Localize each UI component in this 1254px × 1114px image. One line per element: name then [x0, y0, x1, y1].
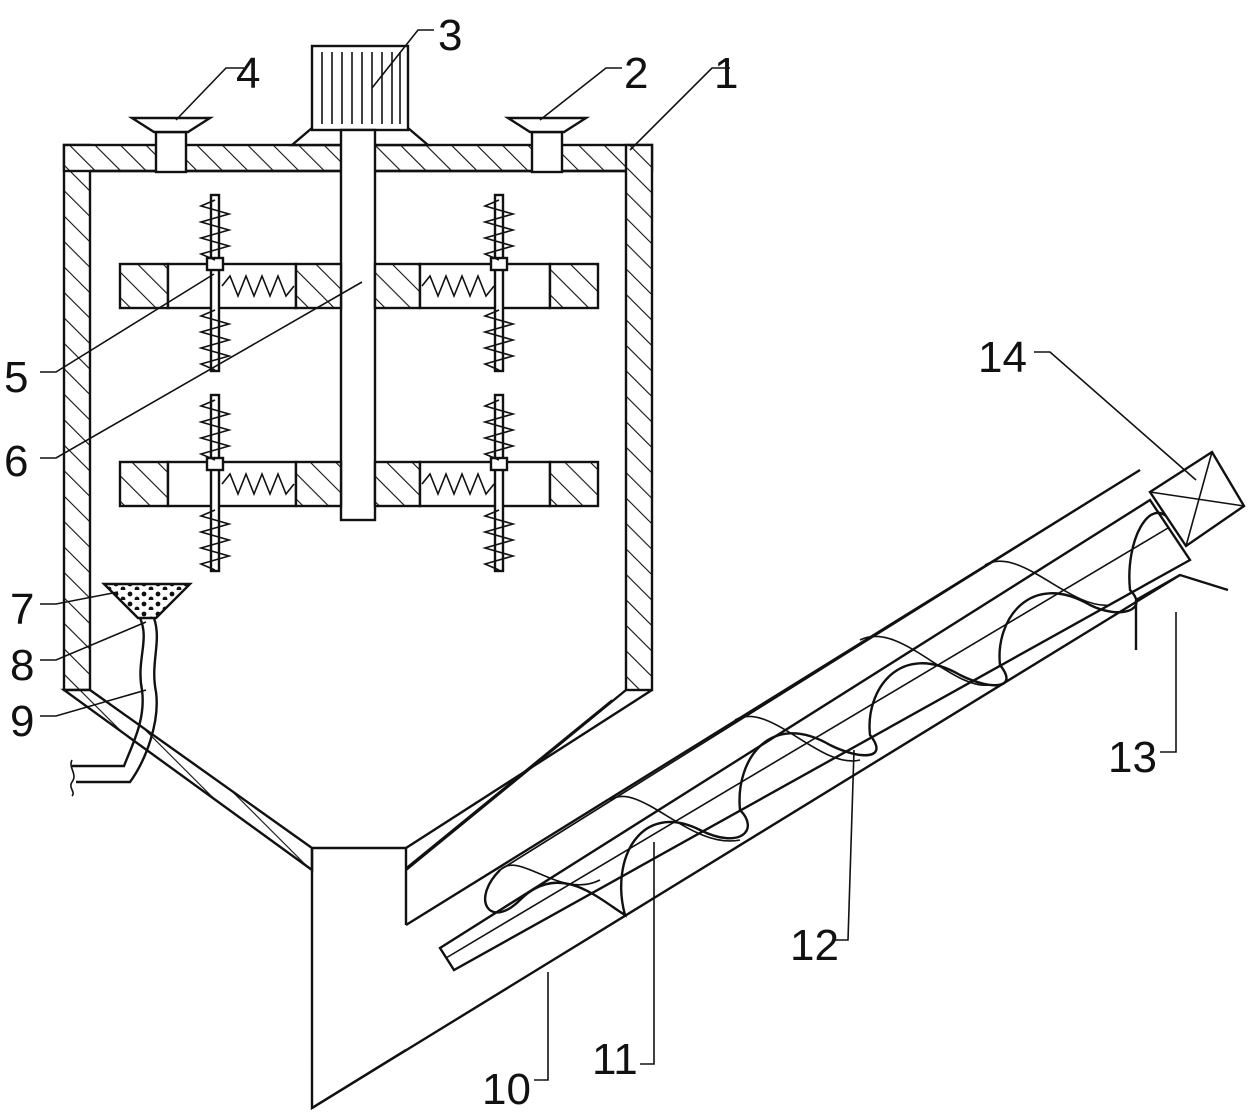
stirring-arm-lower	[118, 460, 600, 508]
label-5: 5	[4, 353, 28, 402]
label-11: 11	[592, 1035, 638, 1084]
label-9: 9	[10, 697, 34, 746]
label-6: 6	[4, 437, 28, 486]
label-12: 12	[790, 921, 839, 970]
stirring-arm-upper	[118, 262, 600, 310]
label-8: 8	[10, 641, 34, 690]
screw-conveyor	[438, 469, 1192, 972]
stirring-rods	[200, 193, 514, 573]
label-1: 1	[714, 49, 738, 98]
sampling-pipe	[70, 617, 158, 797]
main-shaft	[339, 128, 377, 522]
label-13: 13	[1108, 733, 1157, 782]
conveyor-end-motor	[1134, 450, 1246, 650]
label-4: 4	[236, 49, 260, 98]
inlet-funnel-left	[127, 116, 215, 174]
label-7: 7	[10, 585, 34, 634]
inlet-funnel-right	[503, 116, 591, 174]
label-10: 10	[482, 1065, 531, 1114]
leader-lines	[40, 29, 1197, 1081]
labels: 1 2 3 4 5 6 7 8 9 10 11 12 13 14	[4, 11, 1157, 1114]
label-3: 3	[438, 11, 462, 60]
label-14: 14	[978, 333, 1027, 382]
sampling-funnel	[101, 582, 193, 620]
label-2: 2	[624, 49, 648, 98]
